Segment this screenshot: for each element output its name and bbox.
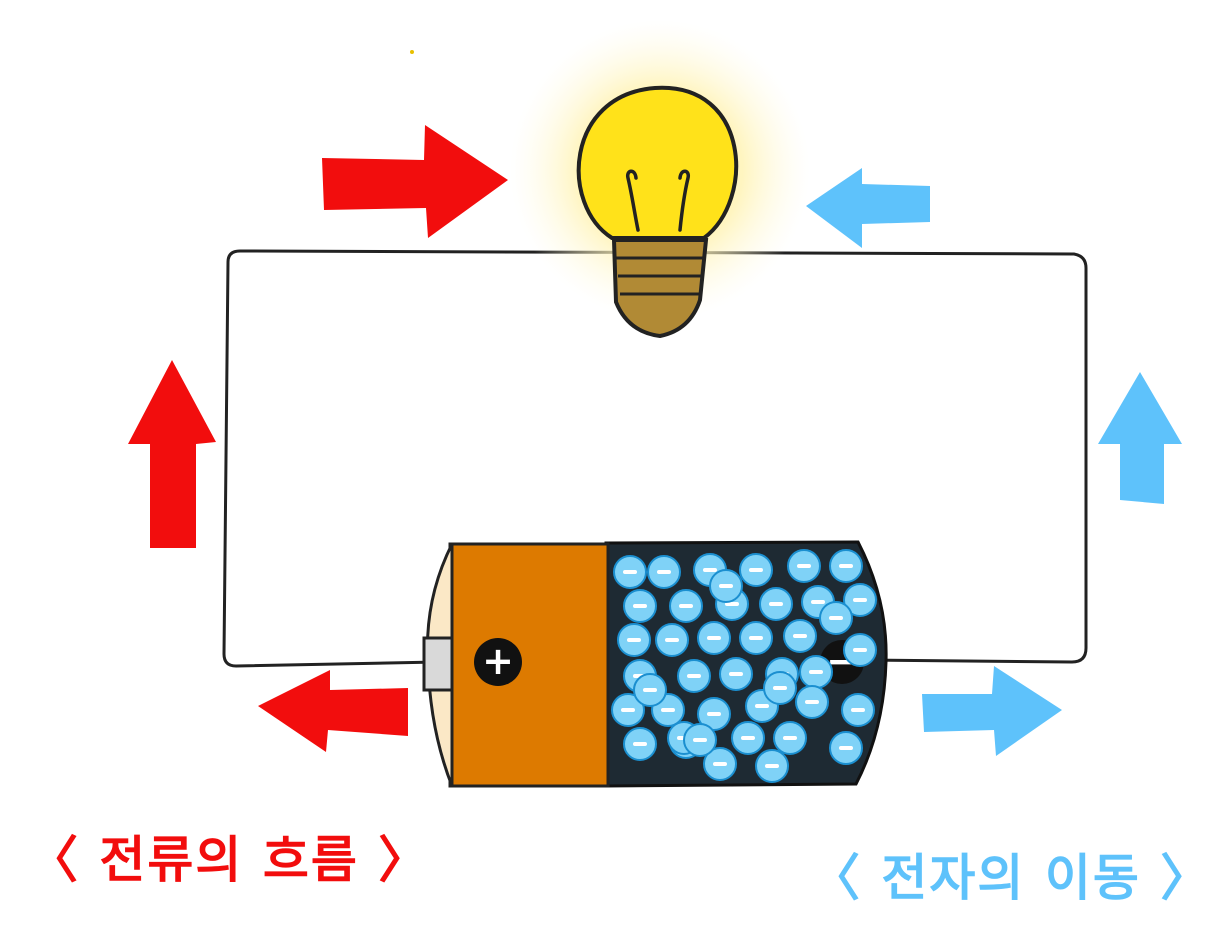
electron-minus-sign <box>749 636 763 640</box>
electron-minus-sign <box>661 708 675 712</box>
bulb-base <box>611 238 709 339</box>
electron-minus-sign <box>853 598 867 602</box>
electron-minus-sign <box>633 604 647 608</box>
electron-minus-sign <box>665 638 679 642</box>
battery-terminal <box>422 636 454 692</box>
electron-minus-sign <box>707 712 721 716</box>
electron-minus-sign <box>627 638 641 642</box>
bulb-glass <box>576 85 739 240</box>
electron-minus-sign <box>633 742 647 746</box>
electron-minus-sign <box>755 704 769 708</box>
positive-symbol: + <box>482 639 514 683</box>
electron-minus-sign <box>809 670 823 674</box>
electron-minus-sign <box>693 738 707 742</box>
electron-minus-sign <box>773 686 787 690</box>
electron-minus-sign <box>839 746 853 750</box>
battery-positive-body <box>448 542 610 788</box>
electron-minus-sign <box>829 616 843 620</box>
electron-minus-sign <box>749 568 763 572</box>
electron-minus-sign <box>623 570 637 574</box>
bulb-base-threads <box>616 256 704 296</box>
electron-minus-sign <box>797 564 811 568</box>
electron-minus-sign <box>687 674 701 678</box>
electron-arrow-bottom <box>922 666 1062 756</box>
battery: + − <box>422 540 888 788</box>
electron-flow-label: 〈 전자의 이동 〉 <box>810 849 1213 907</box>
electron-minus-sign <box>621 708 635 712</box>
electron-arrow-right <box>1098 372 1182 504</box>
electron-minus-sign <box>851 708 865 712</box>
current-arrows <box>128 125 508 752</box>
electron-minus-sign <box>713 762 727 766</box>
electron-minus-sign <box>805 700 819 704</box>
electron-minus-sign <box>657 570 671 574</box>
electron-minus-sign <box>793 634 807 638</box>
electron-minus-sign <box>769 602 783 606</box>
electron-minus-sign <box>725 602 739 606</box>
light-bulb <box>410 50 739 339</box>
current-arrow-bottom <box>258 670 408 752</box>
electron-minus-sign <box>811 600 825 604</box>
electron-minus-sign <box>703 568 717 572</box>
electron-arrow-top <box>806 168 930 248</box>
glow-speck <box>410 50 414 54</box>
current-flow-label: 〈 전류의 흐름 〉 <box>28 831 431 889</box>
electron-arrows <box>806 168 1182 756</box>
electron-minus-sign <box>765 764 779 768</box>
electron-minus-sign <box>729 672 743 676</box>
electron-minus-sign <box>679 604 693 608</box>
bulb-filament <box>625 169 691 232</box>
current-arrow-left <box>128 360 216 548</box>
electron-minus-sign <box>707 636 721 640</box>
electron-minus-sign <box>719 584 733 588</box>
electron-minus-sign <box>643 688 657 692</box>
electron-minus-sign <box>839 564 853 568</box>
current-arrow-top <box>322 125 508 238</box>
positive-terminal-icon <box>474 638 522 686</box>
electron-minus-sign <box>783 736 797 740</box>
electrons-group <box>611 549 877 783</box>
electron-minus-sign <box>853 648 867 652</box>
electron-minus-sign <box>741 736 755 740</box>
